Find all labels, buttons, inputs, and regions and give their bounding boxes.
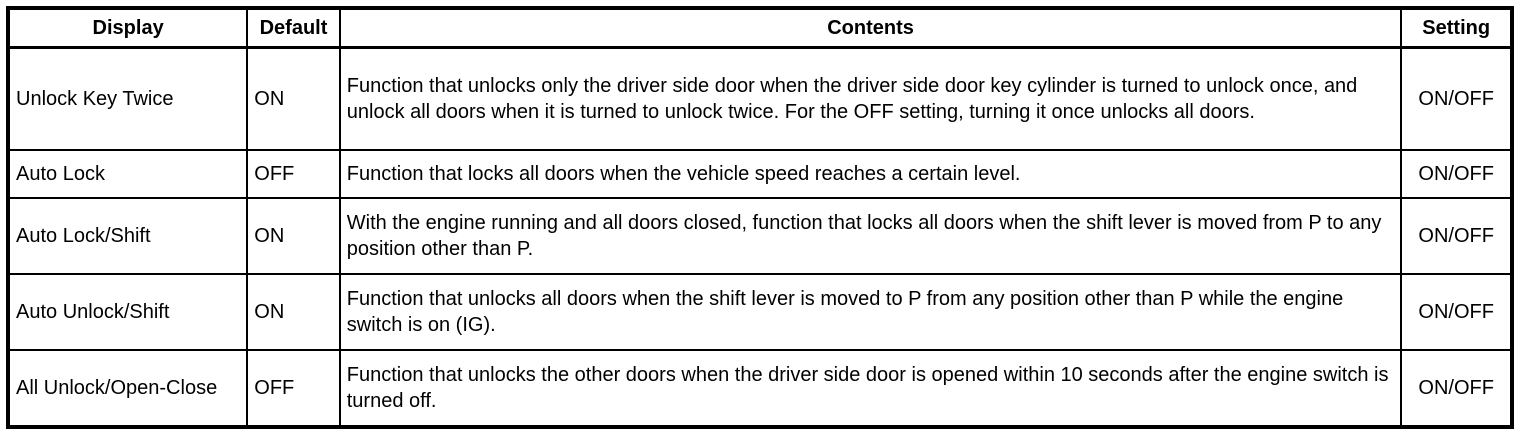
- cell-display: Unlock Key Twice: [6, 46, 249, 152]
- cell-default: ON: [246, 46, 341, 152]
- header-cell-default: Default: [246, 7, 341, 50]
- cell-setting: ON/OFF: [1400, 349, 1513, 429]
- header-cell-display: Display: [6, 7, 249, 50]
- header-cell-setting: Setting: [1400, 7, 1513, 50]
- cell-contents: Function that unlocks all doors when the…: [338, 273, 1403, 352]
- cell-contents: Function that unlocks only the driver si…: [338, 46, 1403, 152]
- cell-contents: Function that locks all doors when the v…: [338, 149, 1403, 200]
- cell-default: ON: [246, 197, 341, 276]
- cell-setting: ON/OFF: [1400, 197, 1513, 276]
- cell-contents: With the engine running and all doors cl…: [338, 197, 1403, 276]
- cell-setting: ON/OFF: [1400, 149, 1513, 200]
- cell-default: ON: [246, 273, 341, 352]
- cell-setting: ON/OFF: [1400, 273, 1513, 352]
- cell-setting: ON/OFF: [1400, 46, 1513, 152]
- cell-default: OFF: [246, 149, 341, 200]
- cell-display: Auto Lock/Shift: [6, 197, 249, 276]
- cell-default: OFF: [246, 349, 341, 429]
- cell-display: Auto Lock: [6, 149, 249, 200]
- cell-contents: Function that unlocks the other doors wh…: [338, 349, 1403, 429]
- cell-display: Auto Unlock/Shift: [6, 273, 249, 352]
- cell-display: All Unlock/Open-Close: [6, 349, 249, 429]
- header-cell-contents: Contents: [338, 7, 1403, 50]
